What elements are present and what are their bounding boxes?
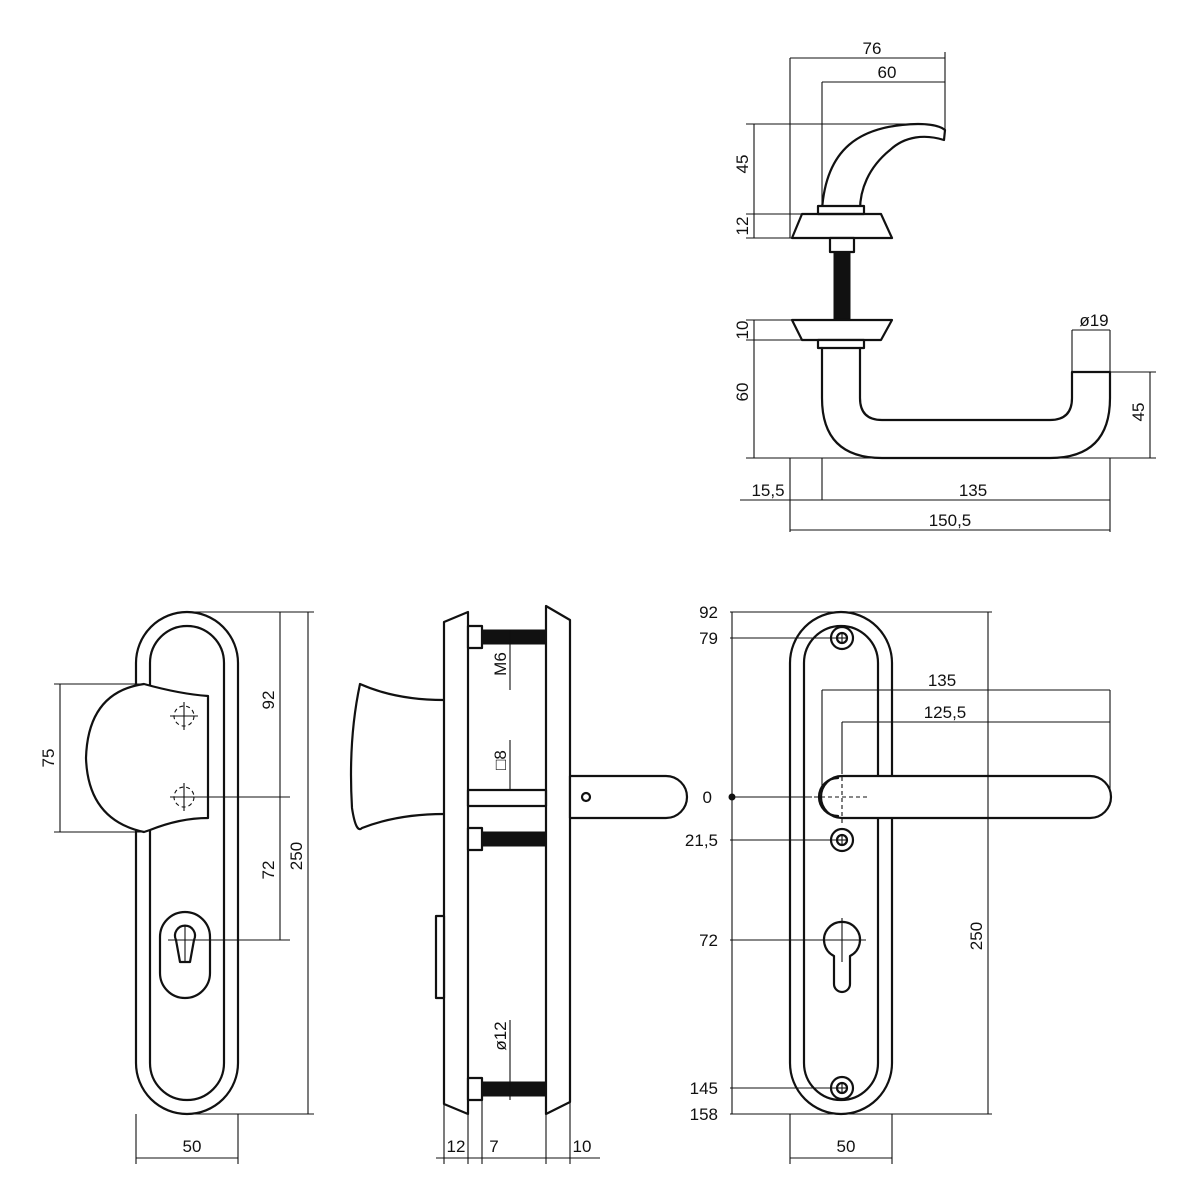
dim-label: 21,5 (685, 831, 718, 850)
curved-lever-outline (820, 122, 947, 212)
dim-label: 150,5 (929, 511, 972, 530)
dim-label: M6 (491, 652, 510, 676)
dim-label: 250 (287, 842, 306, 870)
cylinder-hole (822, 920, 862, 994)
dim-label: 72 (259, 861, 278, 880)
lever-plate-view: 92 79 0 21,5 72 145 158 135 125,5 250 50 (685, 603, 1113, 1164)
rose-top (790, 212, 894, 240)
bolt-head (466, 826, 484, 852)
lever-collar (816, 338, 866, 350)
dim-label: 60 (733, 383, 752, 402)
dim-label: 45 (1129, 403, 1148, 422)
u-lever-outline (820, 346, 1112, 460)
dim-label: 50 (183, 1137, 202, 1156)
bolt-head (466, 624, 484, 650)
knob-plate-view: 75 92 72 250 50 (39, 610, 314, 1164)
dim-label: ø19 (1079, 311, 1108, 330)
dim-label: 0 (703, 788, 712, 807)
spindle-nut (828, 236, 856, 254)
screw-mark (170, 783, 198, 811)
plate-inner (802, 624, 880, 1102)
threaded-bolt (481, 1081, 547, 1097)
dim-label: 15,5 (751, 481, 784, 500)
dim-label: 125,5 (924, 703, 967, 722)
side-view-lever: 10 60 ø19 45 15,5 135 150,5 (733, 311, 1156, 532)
dim-label: □8 (491, 750, 510, 770)
grub-screw (580, 791, 592, 803)
dim-label: 158 (690, 1105, 718, 1124)
dim-label: 92 (259, 691, 278, 710)
rose-bottom (790, 318, 894, 342)
dim-label: ø12 (491, 1021, 510, 1050)
plate-outer (788, 610, 894, 1116)
bolt-head (466, 1076, 484, 1102)
cylinder-escutcheon (158, 910, 212, 1000)
dim-label: 72 (699, 931, 718, 950)
lever-handle (819, 774, 1113, 820)
top-view-lever: 76 60 45 12 (733, 39, 947, 321)
datum-point (728, 793, 736, 801)
section-view: M6 □8 ø12 12 7 10 (349, 604, 689, 1164)
screw-mark (170, 702, 198, 730)
dim-label: 10 (733, 321, 752, 340)
dim-label: 50 (837, 1137, 856, 1156)
dim-label: 250 (967, 922, 986, 950)
dim-label: 76 (863, 39, 882, 58)
dim-label: 79 (699, 629, 718, 648)
dim-label: 10 (573, 1137, 592, 1156)
lever-rose-arc (817, 776, 840, 818)
dim-label: 92 (699, 603, 718, 622)
threaded-bolt (481, 831, 547, 847)
outer-plate-section (442, 610, 470, 1116)
dim-label: 75 (39, 749, 58, 768)
dim-label: 60 (878, 63, 897, 82)
threaded-bolt (481, 629, 547, 645)
spindle (466, 788, 548, 808)
dim-label: 145 (690, 1079, 718, 1098)
knob-profile (349, 682, 445, 831)
lever-stub (568, 774, 689, 820)
cylinder-cover (434, 914, 446, 1000)
dim-label: 135 (928, 671, 956, 690)
dim-label: 12 (733, 217, 752, 236)
dim-label: 45 (733, 155, 752, 174)
knob-outline (84, 682, 210, 834)
dim-label: 12 (447, 1137, 466, 1156)
plate-inner (148, 624, 226, 1102)
threaded-bolt (833, 251, 851, 321)
lever-collar (816, 204, 866, 216)
dim-label: 7 (489, 1137, 498, 1156)
inner-plate-section (544, 604, 572, 1116)
dim-label: 135 (959, 481, 987, 500)
